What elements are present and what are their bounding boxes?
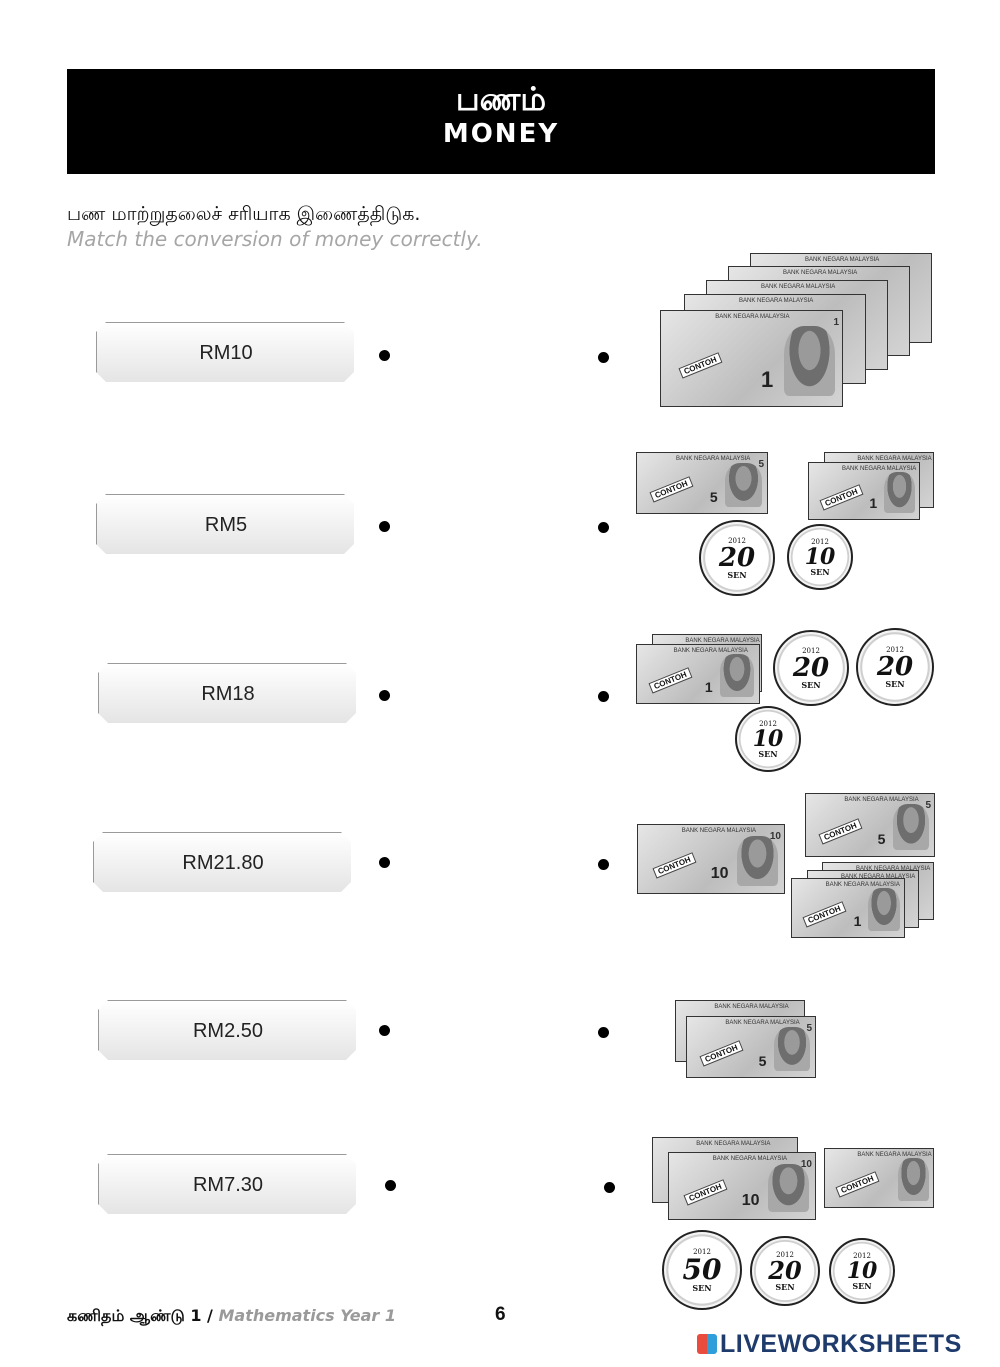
match-dot-left-5[interactable] [379, 1025, 390, 1036]
footer-subject: கணிதம் ஆண்டு 1 / Mathematics Year 1 [67, 1306, 396, 1327]
banknote-1: BANK NEGARA MALAYSIA CONTOH [824, 1148, 934, 1208]
amount-label: RM10 [199, 341, 253, 364]
banknote-10: BANK NEGARA MALAYSIA CONTOH 10 10 [637, 824, 785, 894]
instruction-english: Match the conversion of money correctly. [67, 227, 483, 251]
instruction-tamil: பண மாற்றுதலைச் சரியாக இணைத்திடுக. [67, 203, 421, 225]
banknote-5: BANK NEGARA MALAYSIA CONTOH 5 5 [686, 1016, 816, 1078]
amount-plate-2: RM5 [96, 494, 354, 554]
footer-tamil: கணிதம் ஆண்டு 1 / [67, 1306, 219, 1325]
liveworksheets-logo: LIVEWORKSHEETS [697, 1330, 962, 1359]
match-dot-right-4[interactable] [598, 859, 609, 870]
match-dot-right-2[interactable] [598, 522, 609, 533]
banknote-1: BANK NEGARA MALAYSIA CONTOH 1 [808, 462, 920, 520]
match-dot-right-1[interactable] [598, 352, 609, 363]
amount-plate-4: RM21.80 [93, 832, 351, 892]
amount-plate-3: RM18 [98, 663, 356, 723]
match-dot-right-5[interactable] [598, 1027, 609, 1038]
match-dot-left-2[interactable] [379, 521, 390, 532]
brand-text: LIVEWORKSHEETS [720, 1330, 962, 1358]
match-dot-right-6[interactable] [604, 1182, 615, 1193]
amount-plate-6: RM7.30 [98, 1154, 356, 1214]
banknote-5: BANK NEGARA MALAYSIA CONTOH 5 5 [805, 793, 935, 857]
title-tamil: பணம் [455, 80, 547, 118]
footer-english: Mathematics Year 1 [218, 1306, 397, 1325]
banknote-5: BANK NEGARA MALAYSIA CONTOH 5 5 [636, 452, 768, 514]
match-dot-left-1[interactable] [379, 350, 390, 361]
amount-label: RM21.80 [182, 851, 264, 874]
match-dot-left-4[interactable] [379, 857, 390, 868]
match-dot-left-6[interactable] [385, 1180, 396, 1191]
banknote-10: BANK NEGARA MALAYSIA CONTOH 10 10 [668, 1152, 816, 1220]
page-number: 6 [495, 1304, 506, 1325]
amount-label: RM18 [201, 682, 255, 705]
match-dot-right-3[interactable] [598, 691, 609, 702]
title-banner: பணம் MONEY [67, 69, 935, 174]
liveworksheets-logo-icon [697, 1334, 717, 1354]
banknote-1: BANK NEGARA MALAYSIA CONTOH 1 [636, 644, 760, 704]
banknote-1: BANK NEGARA MALAYSIA CONTOH 1 1 [660, 310, 843, 407]
amount-label: RM5 [204, 513, 248, 536]
amount-plate-1: RM10 [96, 322, 354, 382]
title-english: MONEY [442, 119, 560, 149]
amount-label: RM2.50 [192, 1019, 264, 1042]
amount-label: RM7.30 [192, 1173, 264, 1196]
match-dot-left-3[interactable] [379, 690, 390, 701]
banknote-1: BANK NEGARA MALAYSIA CONTOH 1 [791, 878, 905, 938]
amount-plate-5: RM2.50 [98, 1000, 356, 1060]
